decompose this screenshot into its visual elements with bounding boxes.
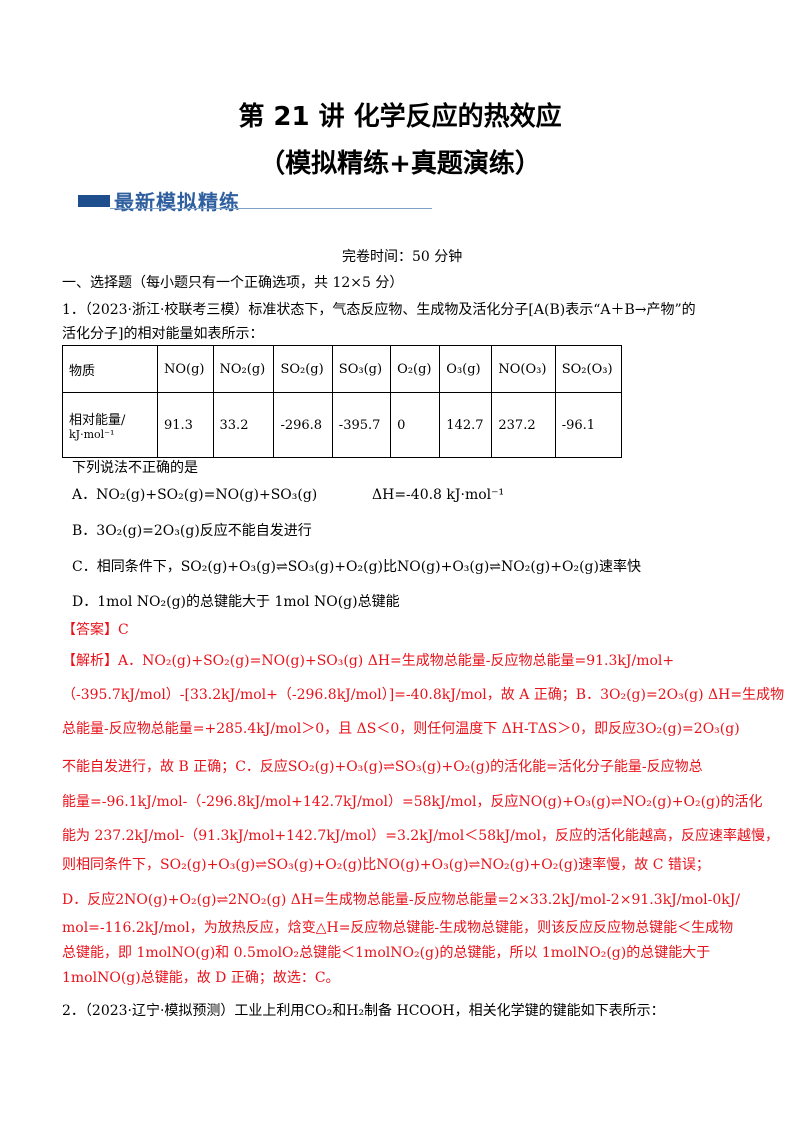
table-row: 物质 NO(g) NO₂(g) SO₂(g) SO₃(g) O₂(g) O₃(g…	[62, 345, 623, 393]
row-label-line1: 相对能量/	[69, 413, 126, 428]
banner-decoration	[78, 195, 110, 207]
table-cell: -395.7	[331, 392, 392, 458]
analysis-line: 总键能，即 1molNO(g)和 0.5molO₂总键能＜1molNO₂(g)的…	[62, 945, 711, 961]
table-cell: 91.3	[157, 392, 214, 458]
section-banner: 最新模拟精练	[114, 190, 240, 214]
analysis-line: 能量=-96.1kJ/mol-（-296.8kJ/mol+142.7kJ/mol…	[62, 794, 763, 810]
analysis-line: （-395.7kJ/mol）-[33.2kJ/mol+（-296.8kJ/mol…	[62, 687, 785, 703]
option-d: D．1mol NO₂(g)的总键能大于 1mol NO(g)总键能	[72, 594, 400, 610]
analysis-line: 总能量-反应物总能量=+285.4kJ/mol＞0，且 ΔS＜0，则任何温度下 …	[62, 721, 740, 737]
banner-underline	[110, 208, 432, 209]
analysis-line: 【解析】A．NO₂(g)+SO₂(g)=NO(g)+SO₃(g) ΔH=生成物总…	[62, 653, 675, 669]
analysis-line: D．反应2NO(g)+O₂(g)⇌2NO₂(g) ΔH=生成物总能量-反应物总能…	[62, 892, 741, 908]
table-cell: -296.8	[273, 392, 333, 458]
table-cell: 142.7	[439, 392, 493, 458]
question-1-stem-cont: 活化分子]的相对能量如表所示：	[62, 326, 264, 342]
analysis-line: mol=-116.2kJ/mol，为放热反应，焓变△H=反应物总键能-生成物总键…	[62, 920, 734, 936]
table-header-cell: 物质	[62, 345, 158, 393]
analysis-line: 1molNO(g)总键能，故 D 正确；故选：C。	[62, 970, 340, 986]
question-1-prompt: 下列说法不正确的是	[72, 460, 198, 476]
table-cell: 237.2	[491, 392, 556, 458]
table-header-cell: NO(O₃)	[491, 345, 556, 393]
option-c: C．相同条件下，SO₂(g)+O₃(g)⇌SO₃(g)+O₂(g)比NO(g)+…	[72, 559, 641, 575]
energy-table: 物质 NO(g) NO₂(g) SO₂(g) SO₃(g) O₂(g) O₃(g…	[62, 345, 623, 458]
section-heading: 一、选择题（每小题只有一个正确选项，共 12×5 分）	[62, 275, 404, 291]
table-row: 相对能量/ kJ·mol⁻¹ 91.3 33.2 -296.8 -395.7 0…	[62, 392, 623, 458]
table-cell: 33.2	[212, 392, 275, 458]
question-1-stem: 1．（2023·浙江·校联考三模）标准状态下，气态反应物、生成物及活化分子[A(…	[62, 302, 696, 318]
option-b: B．3O₂(g)=2O₃(g)反应不能自发进行	[72, 523, 312, 539]
table-header-cell: SO₃(g)	[331, 345, 392, 393]
option-a: A．NO₂(g)+SO₂(g)=NO(g)+SO₃(g)	[72, 487, 318, 503]
lecture-subtitle: （模拟精练+真题演练）	[259, 149, 541, 179]
analysis-line: 不能自发进行，故 B 正确；C．反应SO₂(g)+O₃(g)⇌SO₃(g)+O₂…	[62, 759, 703, 775]
table-header-cell: NO₂(g)	[212, 345, 275, 393]
table-header-cell: NO(g)	[157, 345, 214, 393]
analysis-line: 能为 237.2kJ/mol-（91.3kJ/mol+142.7kJ/mol）=…	[62, 828, 780, 844]
row-label: 相对能量/ kJ·mol⁻¹	[62, 392, 158, 458]
table-cell: 0	[390, 392, 441, 458]
question-2-stem: 2．（2023·辽宁·模拟预测）工业上利用CO₂和H₂制备 HCOOH，相关化学…	[62, 1003, 665, 1019]
table-header-cell: O₃(g)	[439, 345, 493, 393]
option-a-enthalpy: ΔH=-40.8 kJ·mol⁻¹	[372, 487, 505, 503]
lecture-title: 第 21 讲 化学反应的热效应	[238, 102, 562, 132]
table-header-cell: SO₂(g)	[273, 345, 333, 393]
table-header-cell: O₂(g)	[390, 345, 441, 393]
analysis-line: 则相同条件下，SO₂(g)+O₃(g)⇌SO₃(g)+O₂(g)比NO(g)+O…	[62, 857, 710, 873]
table-header-cell: SO₂(O₃)	[554, 345, 623, 393]
table-cell: -96.1	[554, 392, 623, 458]
time-limit: 完卷时间：50 分钟	[342, 249, 463, 265]
row-label-unit: kJ·mol⁻¹	[69, 428, 115, 441]
answer: 【答案】C	[62, 622, 129, 638]
